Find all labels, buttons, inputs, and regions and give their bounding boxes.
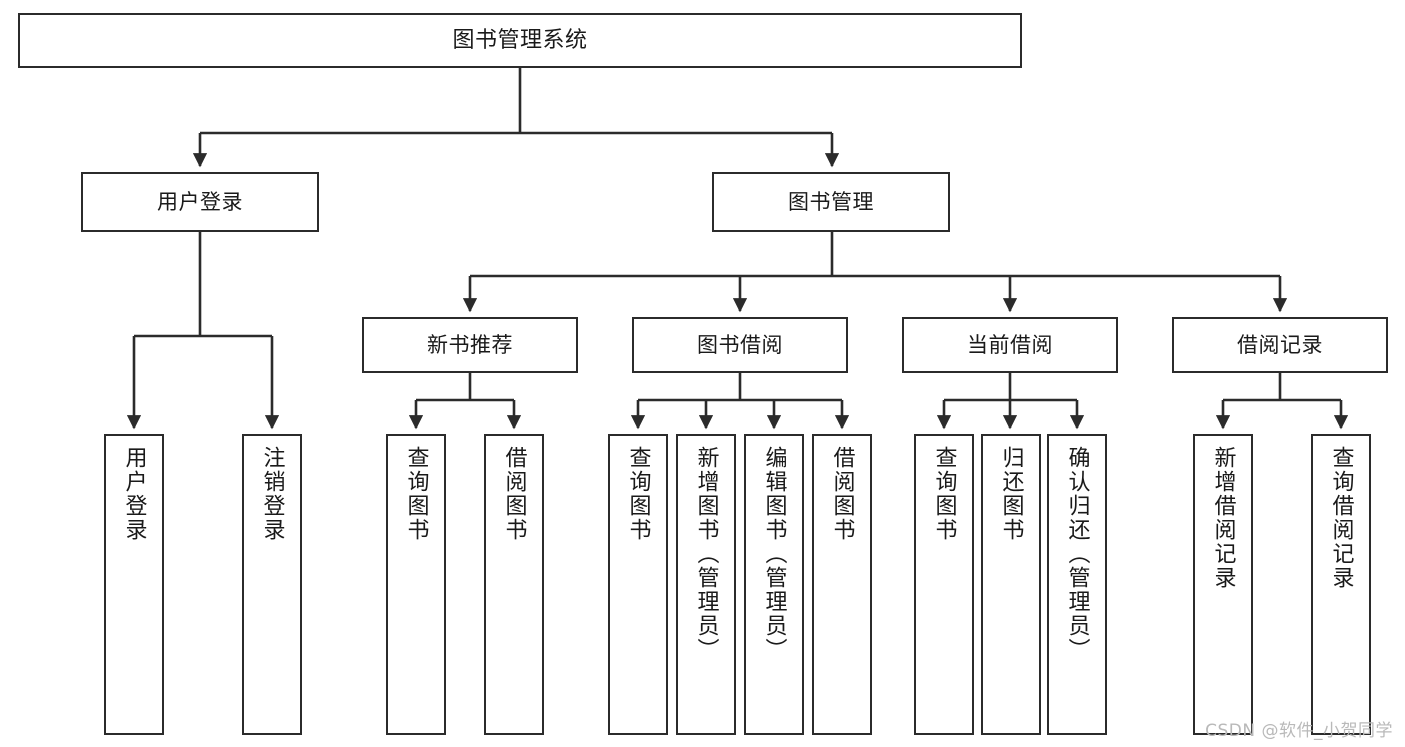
node-user-login[interactable]: 用户登录 [81, 172, 319, 232]
node-leaf-user-login[interactable]: 用户登录 [104, 434, 164, 735]
node-label: 归还图书 [998, 446, 1024, 542]
node-label: 用户登录 [157, 189, 243, 214]
node-label: 新书推荐 [427, 332, 513, 357]
node-label: 当前借阅 [967, 332, 1053, 357]
node-label: 查询图书 [403, 446, 429, 542]
node-leaf-add-record[interactable]: 新增借阅记录 [1193, 434, 1253, 735]
node-label: 新增借阅记录 [1210, 446, 1236, 590]
node-book-manage[interactable]: 图书管理 [712, 172, 950, 232]
node-book-borrow[interactable]: 图书借阅 [632, 317, 848, 373]
node-leaf-query-book-3[interactable]: 查询图书 [914, 434, 974, 735]
node-label: 借阅记录 [1237, 332, 1323, 357]
node-leaf-query-book-2[interactable]: 查询图书 [608, 434, 668, 735]
node-leaf-borrow-book-2[interactable]: 借阅图书 [812, 434, 872, 735]
node-leaf-logout[interactable]: 注销登录 [242, 434, 302, 735]
node-leaf-query-record[interactable]: 查询借阅记录 [1311, 434, 1371, 735]
node-leaf-add-book[interactable]: 新增图书（管理员） [676, 434, 736, 735]
node-label: 借阅图书 [829, 446, 855, 542]
watermark-text: CSDN @软件_小贺同学 [1205, 721, 1393, 741]
node-label: 查询借阅记录 [1328, 446, 1354, 590]
node-label: 借阅图书 [501, 446, 527, 542]
node-leaf-confirm-return[interactable]: 确认归还（管理员） [1047, 434, 1107, 735]
node-label: 注销登录 [259, 446, 285, 542]
node-leaf-borrow-book-1[interactable]: 借阅图书 [484, 434, 544, 735]
node-label: 新增图书（管理员） [693, 446, 719, 662]
node-leaf-edit-book[interactable]: 编辑图书（管理员） [744, 434, 804, 735]
node-root-system[interactable]: 图书管理系统 [18, 13, 1022, 68]
node-label: 图书管理系统 [452, 27, 588, 53]
node-label: 图书借阅 [697, 332, 783, 357]
node-leaf-return-book[interactable]: 归还图书 [981, 434, 1041, 735]
node-label: 用户登录 [121, 446, 147, 542]
node-label: 查询图书 [625, 446, 651, 542]
node-label: 确认归还（管理员） [1064, 446, 1090, 662]
node-leaf-query-book-1[interactable]: 查询图书 [386, 434, 446, 735]
node-borrow-record[interactable]: 借阅记录 [1172, 317, 1388, 373]
node-label: 编辑图书（管理员） [761, 446, 787, 662]
node-label: 查询图书 [931, 446, 957, 542]
node-current-borrow[interactable]: 当前借阅 [902, 317, 1118, 373]
node-label: 图书管理 [788, 189, 874, 214]
node-new-book-recommend[interactable]: 新书推荐 [362, 317, 578, 373]
